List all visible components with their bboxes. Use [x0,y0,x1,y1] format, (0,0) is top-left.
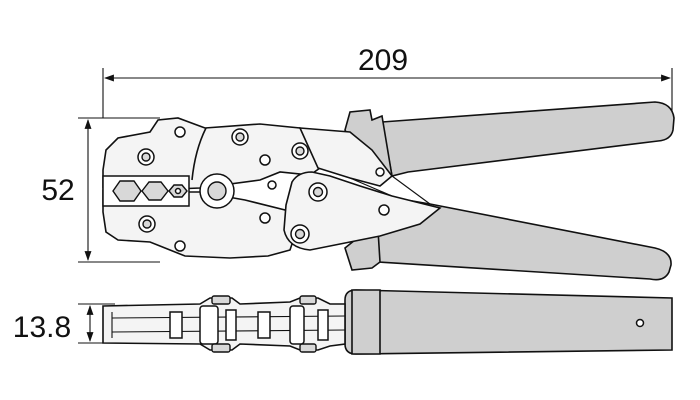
central-pivot-inner [207,181,227,201]
edge-rivet-6 [317,309,329,341]
rivet-lower-left-inner [142,219,152,229]
die-hex-medium [141,181,169,201]
edge-pivot-cap-top [211,295,231,305]
thickness-dimension: 13.8 [13,303,115,344]
upper-handle-grip [381,101,675,177]
upper-handle-arm [298,127,394,187]
rivet-upper-mid-small [259,154,271,166]
rivet-upper-center-inner [235,132,245,142]
edge-rivet-4 [257,311,271,339]
jaw-slot-curve [191,127,207,181]
edge-handle-flange [351,289,381,355]
height-dimension: 52 [41,117,160,263]
edge-pivot-cap-bottom [211,343,231,353]
handle-seam [391,175,431,205]
die-hex-center-dot [174,187,182,195]
edge-rivet-1 [169,311,183,339]
rivet-handle-small [375,167,385,177]
die-hex-large [112,180,142,202]
rivet-link-top-inner [312,186,324,198]
edge-head-body [102,297,346,351]
rivet-lower-small [174,240,186,252]
height-value: 52 [41,174,74,207]
edge-rivet-5 [289,305,305,345]
edge-rivet-2 [199,305,219,345]
thickness-value: 13.8 [13,311,71,344]
edge-link-cap-bottom [299,343,317,353]
link-seam [349,177,393,197]
rivet-upper-right-inner [295,146,305,156]
edge-handle-grip [344,289,673,355]
edge-link-cap-top [299,295,317,305]
rivet-link-bottom-inner [294,228,306,240]
rivet-top-small [174,126,186,138]
length-dimension: 209 [102,44,673,118]
edge-rivet-3 [225,309,237,341]
length-value: 209 [358,44,408,77]
rivet-ratchet-small [267,180,277,190]
tool-edge-view [102,289,673,355]
rivet-lower-mid-small [259,212,271,224]
tool-side-view [102,101,675,281]
rivet-link-right [378,204,390,216]
rivet-upper-left-inner [141,152,151,162]
edge-handle-hole [635,318,645,328]
lower-handle-grip [358,197,672,281]
